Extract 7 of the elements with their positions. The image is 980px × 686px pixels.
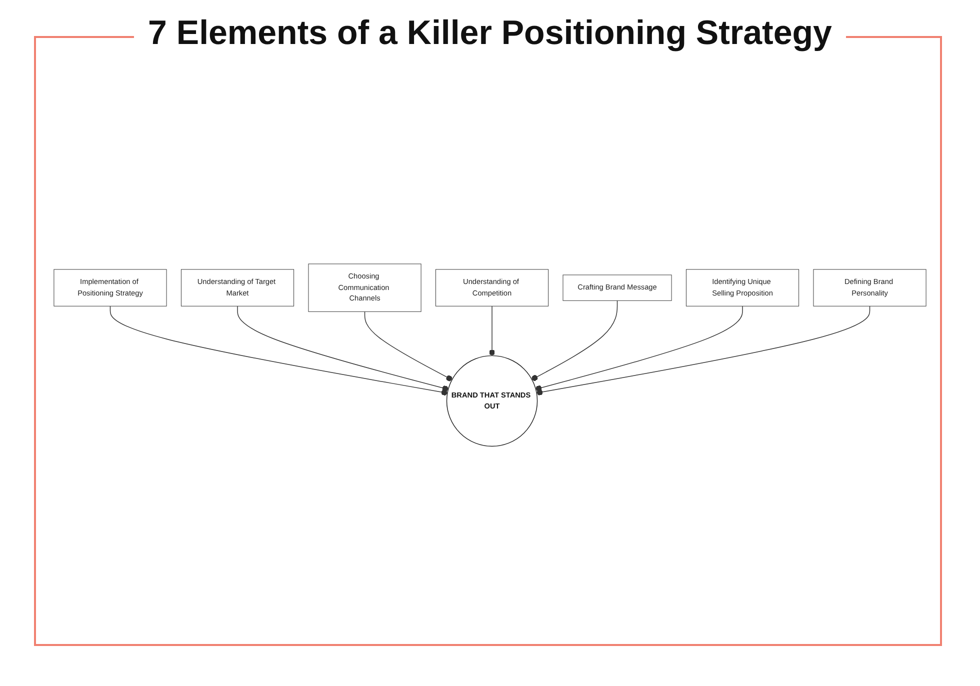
connector <box>489 306 495 356</box>
connector <box>532 300 618 381</box>
connector <box>110 306 448 396</box>
connector <box>535 306 743 392</box>
connector <box>364 311 452 382</box>
connector <box>536 306 870 396</box>
connector <box>237 306 449 392</box>
